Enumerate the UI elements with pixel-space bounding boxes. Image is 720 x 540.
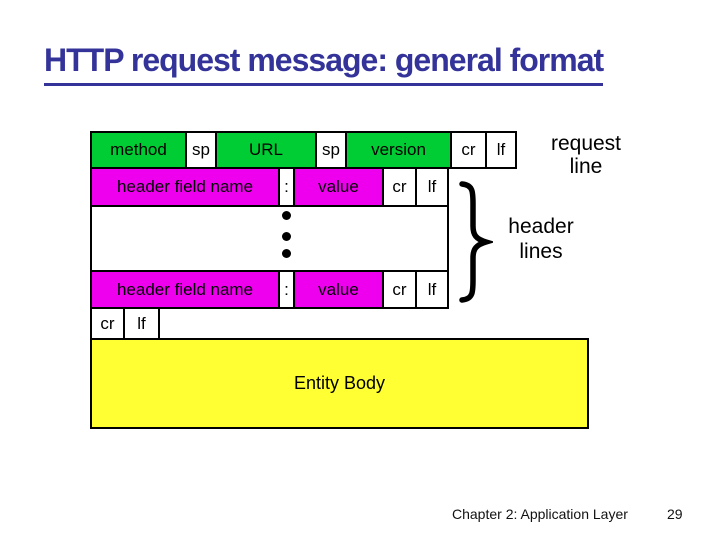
request-line-label: request line [550,132,622,178]
cell-lf-3: lf [415,270,449,309]
cell-cr-3: cr [382,270,417,309]
footer-page-number: 29 [667,506,683,522]
cell-cr-4: cr [90,307,125,340]
ellipsis-dot [282,211,291,220]
ellipsis-dot [282,232,291,241]
ellipsis-dot [282,249,291,258]
cell-value-2: value [293,270,384,309]
cell-url: URL [215,131,317,169]
cell-header-field-name-2: header field name [90,270,280,309]
footer-chapter: Chapter 2: Application Layer [452,506,628,522]
cell-lf-4: lf [123,307,160,340]
cell-method: method [90,131,187,169]
ellipsis-box [90,205,449,272]
cell-lf-2: lf [415,167,449,207]
page-title: HTTP request message: general format [44,42,604,86]
cell-cr-2: cr [382,167,417,207]
cell-sp-1: sp [185,131,217,169]
cell-version: version [345,131,452,169]
cell-header-field-name-1: header field name [90,167,280,207]
cell-value-1: value [293,167,384,207]
cell-sp-2: sp [315,131,347,169]
entity-body-box: Entity Body [90,338,589,429]
curly-brace-icon [459,181,493,303]
cell-lf-1: lf [485,131,517,169]
cell-cr-1: cr [450,131,487,169]
header-lines-label: header lines [508,215,574,263]
